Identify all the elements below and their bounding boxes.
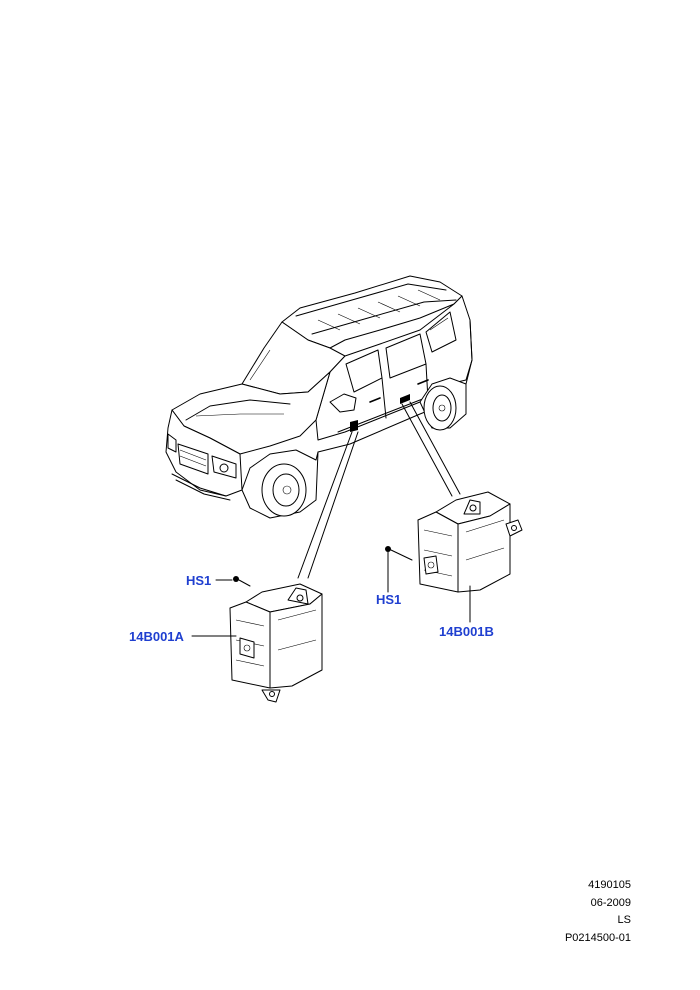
vehicle-illustration [165,275,473,519]
locator-leaders [297,401,461,579]
callout-hs1-right[interactable]: HS1 [376,592,402,607]
callout-14b001a[interactable]: 14B001A [129,629,184,644]
callout-hs1-left[interactable]: HS1 [186,573,212,588]
module-14b001b [385,491,523,593]
module-14b001a [229,576,323,703]
footer-code: 4190105 [588,879,631,891]
callout-leaders [191,551,471,637]
footer-illustration-id: P0214500-01 [564,932,631,944]
callout-14b001b[interactable]: 14B001B [439,624,494,639]
footer-date: 06-2009 [590,897,631,909]
footer-tag: LS [617,914,631,926]
